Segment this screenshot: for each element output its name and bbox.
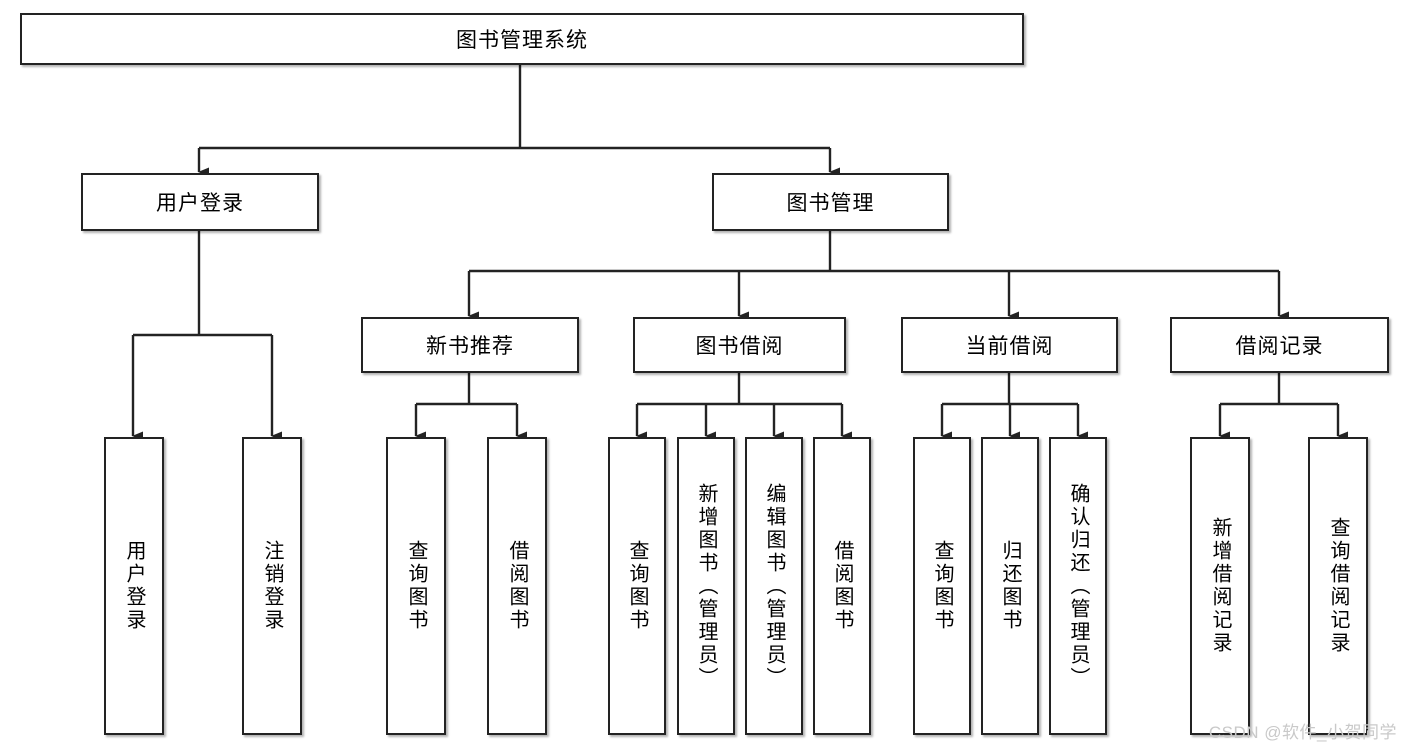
node-label-leaf-user-logout: 注销登录 bbox=[261, 540, 283, 632]
node-leaf-borrow-book-rec[interactable]: 借阅图书 bbox=[487, 437, 547, 735]
node-label-borrow-record: 借阅记录 bbox=[1235, 335, 1324, 358]
node-leaf-user-login[interactable]: 用户登录 bbox=[104, 437, 164, 735]
node-label-leaf-add-borrow-record: 新增借阅记录 bbox=[1209, 517, 1231, 655]
node-leaf-add-book-admin[interactable]: 新增图书（管理员） bbox=[677, 437, 735, 735]
node-label-leaf-confirm-return-admin: 确认归还（管理员） bbox=[1067, 482, 1089, 690]
node-label-new-book-recommend: 新书推荐 bbox=[426, 335, 514, 358]
node-leaf-query-book-borrow[interactable]: 查询图书 bbox=[608, 437, 666, 735]
node-label-leaf-user-login: 用户登录 bbox=[123, 540, 145, 632]
node-leaf-borrow-book[interactable]: 借阅图书 bbox=[813, 437, 871, 735]
connectors-user-login bbox=[131, 231, 282, 441]
node-new-book-recommend[interactable]: 新书推荐 bbox=[361, 317, 579, 373]
node-leaf-add-borrow-record[interactable]: 新增借阅记录 bbox=[1190, 437, 1250, 735]
node-label-leaf-query-book-borrow: 查询图书 bbox=[626, 540, 648, 632]
node-label-leaf-query-borrow-record: 查询借阅记录 bbox=[1327, 517, 1349, 655]
node-leaf-query-book-rec[interactable]: 查询图书 bbox=[386, 437, 446, 735]
node-label-leaf-query-book-rec: 查询图书 bbox=[405, 540, 427, 632]
connectors-borrow-record bbox=[1218, 373, 1348, 441]
node-label-leaf-return-book: 归还图书 bbox=[999, 540, 1021, 632]
node-label-leaf-borrow-book-rec: 借阅图书 bbox=[506, 540, 528, 632]
node-root[interactable]: 图书管理系统 bbox=[20, 13, 1024, 65]
node-label-leaf-query-book-current: 查询图书 bbox=[931, 540, 953, 632]
node-leaf-user-logout[interactable]: 注销登录 bbox=[242, 437, 302, 735]
node-book-borrow[interactable]: 图书借阅 bbox=[633, 317, 846, 373]
watermark: CSDN @软件_小贺同学 bbox=[1208, 723, 1397, 742]
node-borrow-record[interactable]: 借阅记录 bbox=[1170, 317, 1389, 373]
node-leaf-query-borrow-record[interactable]: 查询借阅记录 bbox=[1308, 437, 1368, 735]
node-label-leaf-borrow-book: 借阅图书 bbox=[831, 540, 853, 632]
node-user-login[interactable]: 用户登录 bbox=[81, 173, 319, 231]
node-label-book-manage: 图书管理 bbox=[786, 192, 875, 215]
node-current-borrow[interactable]: 当前借阅 bbox=[901, 317, 1118, 373]
node-label-user-login: 用户登录 bbox=[156, 192, 244, 215]
node-leaf-query-book-current[interactable]: 查询图书 bbox=[913, 437, 971, 735]
node-label-leaf-edit-book-admin: 编辑图书（管理员） bbox=[763, 482, 785, 690]
node-label-leaf-add-book-admin: 新增图书（管理员） bbox=[695, 482, 717, 690]
connectors-current-borrow bbox=[940, 373, 1088, 441]
node-label-current-borrow: 当前借阅 bbox=[965, 335, 1054, 358]
connectors-new-book-recommend bbox=[414, 373, 527, 441]
connectors-book-borrow bbox=[635, 373, 852, 441]
connectors-book-manage bbox=[467, 231, 1289, 321]
node-label-root: 图书管理系统 bbox=[456, 29, 588, 52]
node-leaf-confirm-return-admin[interactable]: 确认归还（管理员） bbox=[1049, 437, 1107, 735]
node-leaf-return-book[interactable]: 归还图书 bbox=[981, 437, 1039, 735]
node-label-book-borrow: 图书借阅 bbox=[695, 335, 784, 358]
connectors-root bbox=[197, 65, 840, 177]
node-leaf-edit-book-admin[interactable]: 编辑图书（管理员） bbox=[745, 437, 803, 735]
node-book-manage[interactable]: 图书管理 bbox=[712, 173, 949, 231]
